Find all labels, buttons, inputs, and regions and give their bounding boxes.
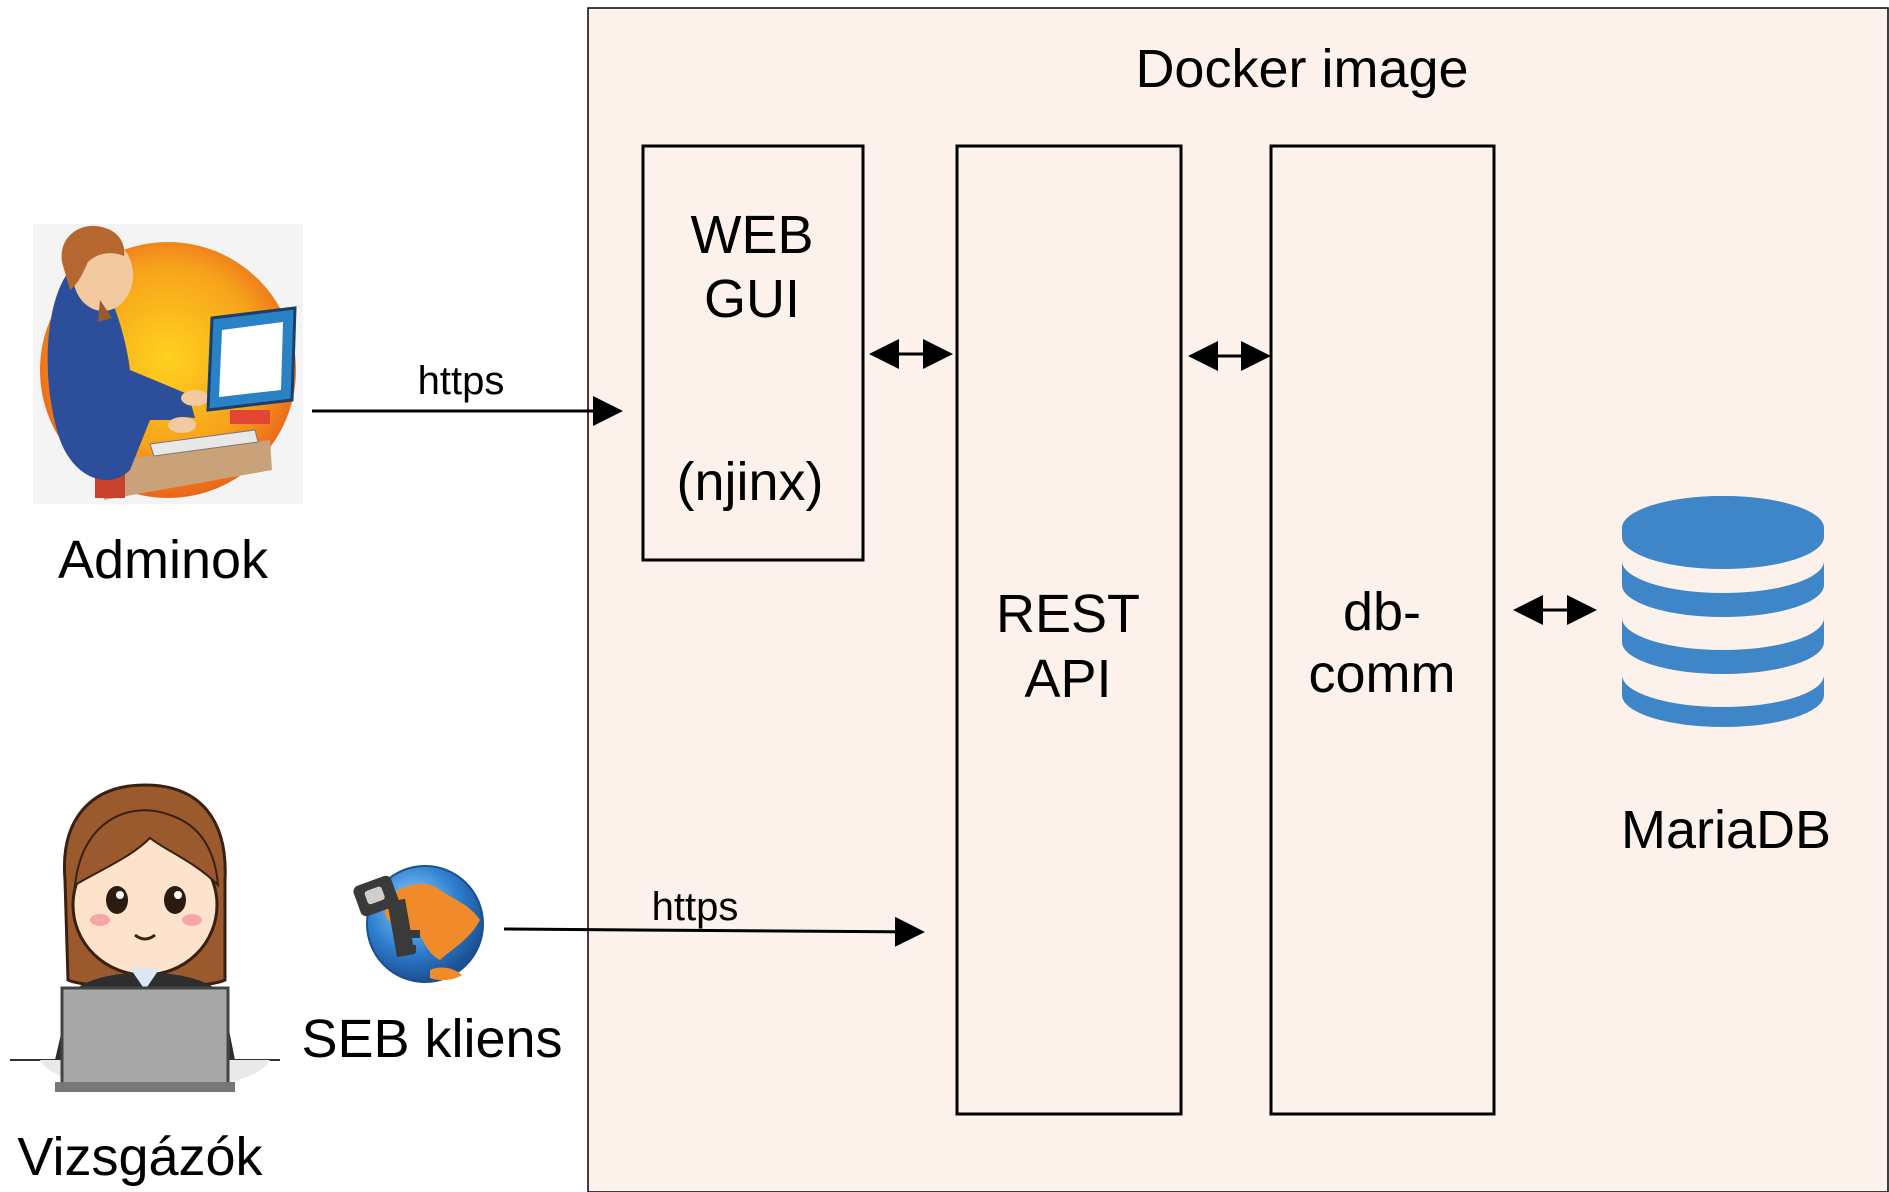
admin-illustration — [33, 224, 303, 504]
seb-https-arrow — [503, 916, 925, 947]
webgui-label-line2: GUI — [704, 269, 800, 329]
admin-https-label: https — [418, 359, 505, 403]
restapi-label-line1: REST — [996, 584, 1140, 644]
dbcomm-label-line1: db- — [1343, 582, 1421, 642]
dbcomm-label-line2: comm — [1309, 644, 1456, 704]
webgui-box — [641, 144, 865, 562]
webgui-label-line3: (njinx) — [676, 452, 823, 512]
examinees-label: Vizsgázók — [17, 1127, 263, 1187]
database-icon — [1622, 496, 1824, 727]
admins-label: Adminok — [58, 530, 269, 590]
restapi-box — [955, 144, 1183, 1116]
seb-https-label: https — [652, 885, 739, 929]
seb-client-label: SEB kliens — [301, 1009, 562, 1069]
seb-client-icon — [353, 865, 484, 983]
docker-image-title: Docker image — [1135, 39, 1468, 99]
restapi-label-line2: API — [1024, 649, 1111, 709]
dbcomm-box — [1269, 144, 1496, 1116]
webgui-label-line1: WEB — [690, 205, 813, 265]
examinee-illustration — [10, 783, 280, 1092]
mariadb-label: MariaDB — [1621, 800, 1831, 860]
